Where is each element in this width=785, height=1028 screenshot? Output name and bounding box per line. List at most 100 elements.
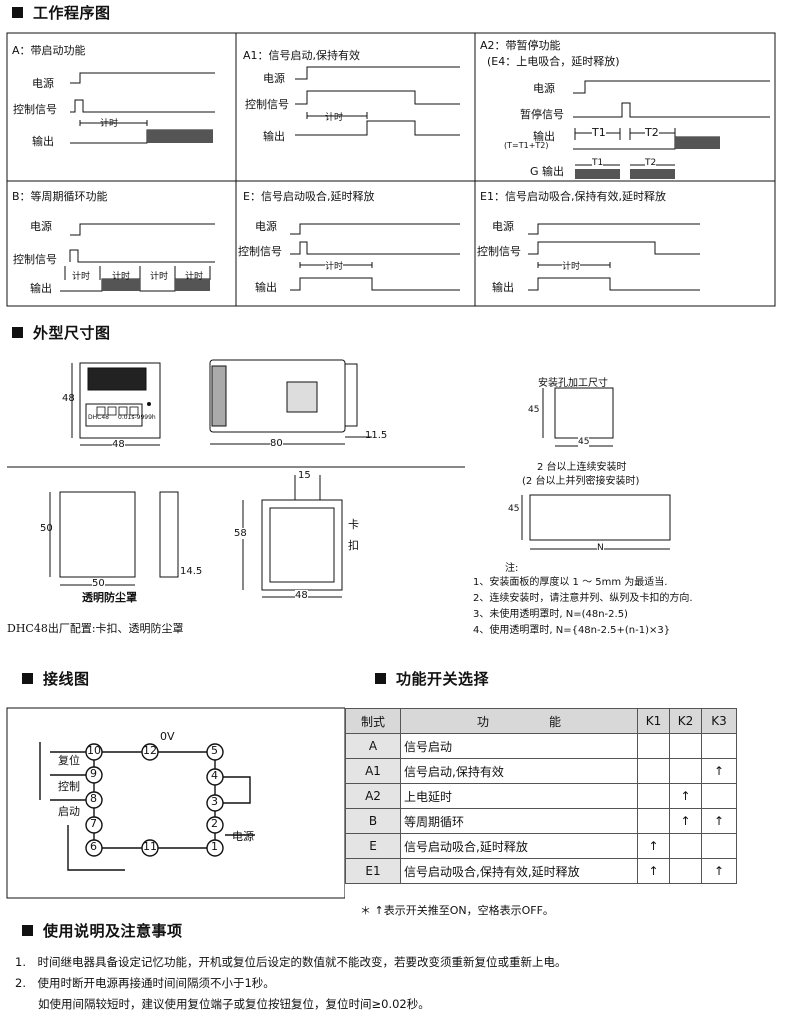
cell-k1	[637, 783, 670, 809]
dim-front-height: 48	[62, 393, 75, 404]
terminal-8: 8	[90, 792, 97, 805]
label-power: 电源	[533, 82, 555, 95]
cell-k1	[637, 733, 670, 759]
cell-k3: ↑	[701, 808, 737, 834]
cell-k2: ↑	[669, 783, 702, 809]
label-timing: 计时	[325, 259, 344, 272]
table-row: A1 信号启动,保持有效 ↑	[345, 758, 737, 784]
label-power: 电源	[32, 77, 54, 90]
label-control: 控制	[58, 780, 80, 793]
section-title-work-sequence: 工作程序图	[12, 2, 111, 23]
label-t-formula: (T=T1+T2)	[504, 141, 549, 150]
dim-clip-height: 58	[234, 528, 247, 539]
device-range: 0.01s-9999h	[118, 414, 156, 421]
install-note-2: 2、连续安装时，请注意并列、纵列及卡扣的方向.	[473, 593, 693, 604]
label-power: 电源	[263, 72, 285, 85]
label-control: 控制信号	[13, 253, 57, 266]
label-output: 输出	[263, 130, 285, 143]
th-k1: K1	[637, 708, 670, 734]
dim-side-length: 80	[270, 438, 283, 449]
timing-cell-a-title: A：带启动功能	[12, 44, 86, 57]
label-output: 输出	[533, 130, 555, 143]
label-t2: T2	[645, 126, 659, 139]
table-footnote: ＊ ↑表示开关推至ON，空格表示OFF。	[360, 904, 554, 917]
terminal-12: 12	[143, 744, 157, 757]
function-switch-table: 制式 功 能 K1 K2 K3 A 信号启动 A1 信号启动,保持有效 ↑ A2…	[345, 708, 737, 884]
cell-func: 上电延时	[400, 783, 638, 809]
terminal-10: 10	[87, 744, 101, 757]
dim-cover-depth: 14.5	[180, 566, 203, 577]
table-row: A 信号启动	[345, 733, 737, 759]
dim-clip-width: 48	[295, 590, 308, 601]
cell-k2	[669, 758, 702, 784]
multi-dim-v: 45	[508, 504, 520, 514]
timing-cell-b-title: B：等周期循环功能	[12, 190, 108, 203]
install-note-1: 1、安装面板的厚度以 1 ～ 5mm 为最适当.	[473, 577, 668, 588]
table-row: A2 上电延时 ↑	[345, 783, 737, 809]
dim-clip-top: 15	[298, 470, 311, 481]
clip-label-2: 扣	[348, 539, 359, 552]
label-timing: 计时	[150, 272, 169, 282]
timing-cell-e1-title: E1：信号启动吸合,保持有效,延时释放	[480, 190, 666, 203]
table-row: E 信号启动吸合,延时释放 ↑	[345, 833, 737, 859]
cell-k1	[637, 808, 670, 834]
clip-label-1: 卡	[348, 518, 359, 531]
label-timing: 计时	[562, 259, 581, 272]
cell-func: 信号启动吸合,延时释放	[400, 833, 638, 859]
label-pause: 暂停信号	[520, 108, 564, 121]
dim-side-depth: 11.5	[365, 430, 388, 441]
cell-k2	[669, 833, 702, 859]
cover-label: 透明防尘罩	[82, 591, 137, 604]
label-power: 电源	[255, 220, 277, 233]
cell-k1	[637, 758, 670, 784]
usage-item-3: 如使用间隔较短时，建议使用复位端子或复位按钮复位，复位时间≥0.02秒。	[15, 997, 430, 1011]
label-start: 启动	[58, 805, 80, 818]
cell-k1: ↑	[637, 858, 670, 884]
dim-front-width: 48	[112, 439, 125, 450]
label-timing: 计时	[325, 113, 344, 123]
install-note-4: 4、使用透明罩时, N={48n-2.5+(n-1)×3}	[473, 625, 671, 636]
multi-dim-n: N	[597, 543, 604, 553]
cell-func: 信号启动	[400, 733, 638, 759]
label-timing: 计时	[112, 272, 131, 282]
label-control: 控制信号	[245, 98, 289, 111]
th-mode: 制式	[345, 708, 401, 734]
label-output: 输出	[492, 281, 514, 294]
timing-cell-a2-title: A2：带暂停功能	[480, 39, 561, 52]
th-function: 功 能	[400, 708, 638, 734]
cell-mode: E	[345, 833, 401, 859]
cell-mode: A1	[345, 758, 401, 784]
label-timing: 计时	[185, 272, 204, 282]
label-reset: 复位	[58, 754, 80, 767]
cell-k2	[669, 733, 702, 759]
cell-mode: E1	[345, 858, 401, 884]
label-0v: 0V	[160, 730, 175, 743]
label-timing: 计时	[72, 272, 91, 282]
table-row: E1 信号启动吸合,保持有效,延时释放 ↑ ↑	[345, 858, 737, 884]
label-power: 电源	[492, 220, 514, 233]
label-output: 输出	[255, 281, 277, 294]
multi-title: 2 台以上连续安装时	[537, 462, 627, 473]
label-control: 控制信号	[13, 103, 57, 116]
section-title-wiring: 接线图	[22, 668, 90, 689]
cell-k3	[701, 833, 737, 859]
cell-k3	[701, 733, 737, 759]
cell-func: 信号启动吸合,保持有效,延时释放	[400, 858, 638, 884]
terminal-3: 3	[211, 795, 218, 808]
label-t1: T1	[592, 126, 606, 139]
install-notes-head: 注:	[505, 563, 519, 574]
label-t1: T1	[592, 158, 604, 168]
factory-config: DHC48出厂配置:卡扣、透明防尘罩	[7, 622, 184, 635]
label-control: 控制信号	[477, 245, 521, 258]
timing-cell-e-title: E：信号启动吸合,延时释放	[243, 190, 375, 203]
cell-mode: A2	[345, 783, 401, 809]
section-title-usage: 使用说明及注意事项	[22, 920, 183, 941]
terminal-9: 9	[90, 767, 97, 780]
terminal-11: 11	[143, 840, 157, 853]
install-note-3: 3、未使用透明罩时, N=(48n-2.5)	[473, 609, 628, 620]
label-output: 输出	[30, 282, 52, 295]
label-output: 输出	[32, 135, 54, 148]
cell-k3	[701, 783, 737, 809]
dimension-drawings	[7, 359, 671, 598]
dim-cover-width: 50	[92, 578, 105, 589]
